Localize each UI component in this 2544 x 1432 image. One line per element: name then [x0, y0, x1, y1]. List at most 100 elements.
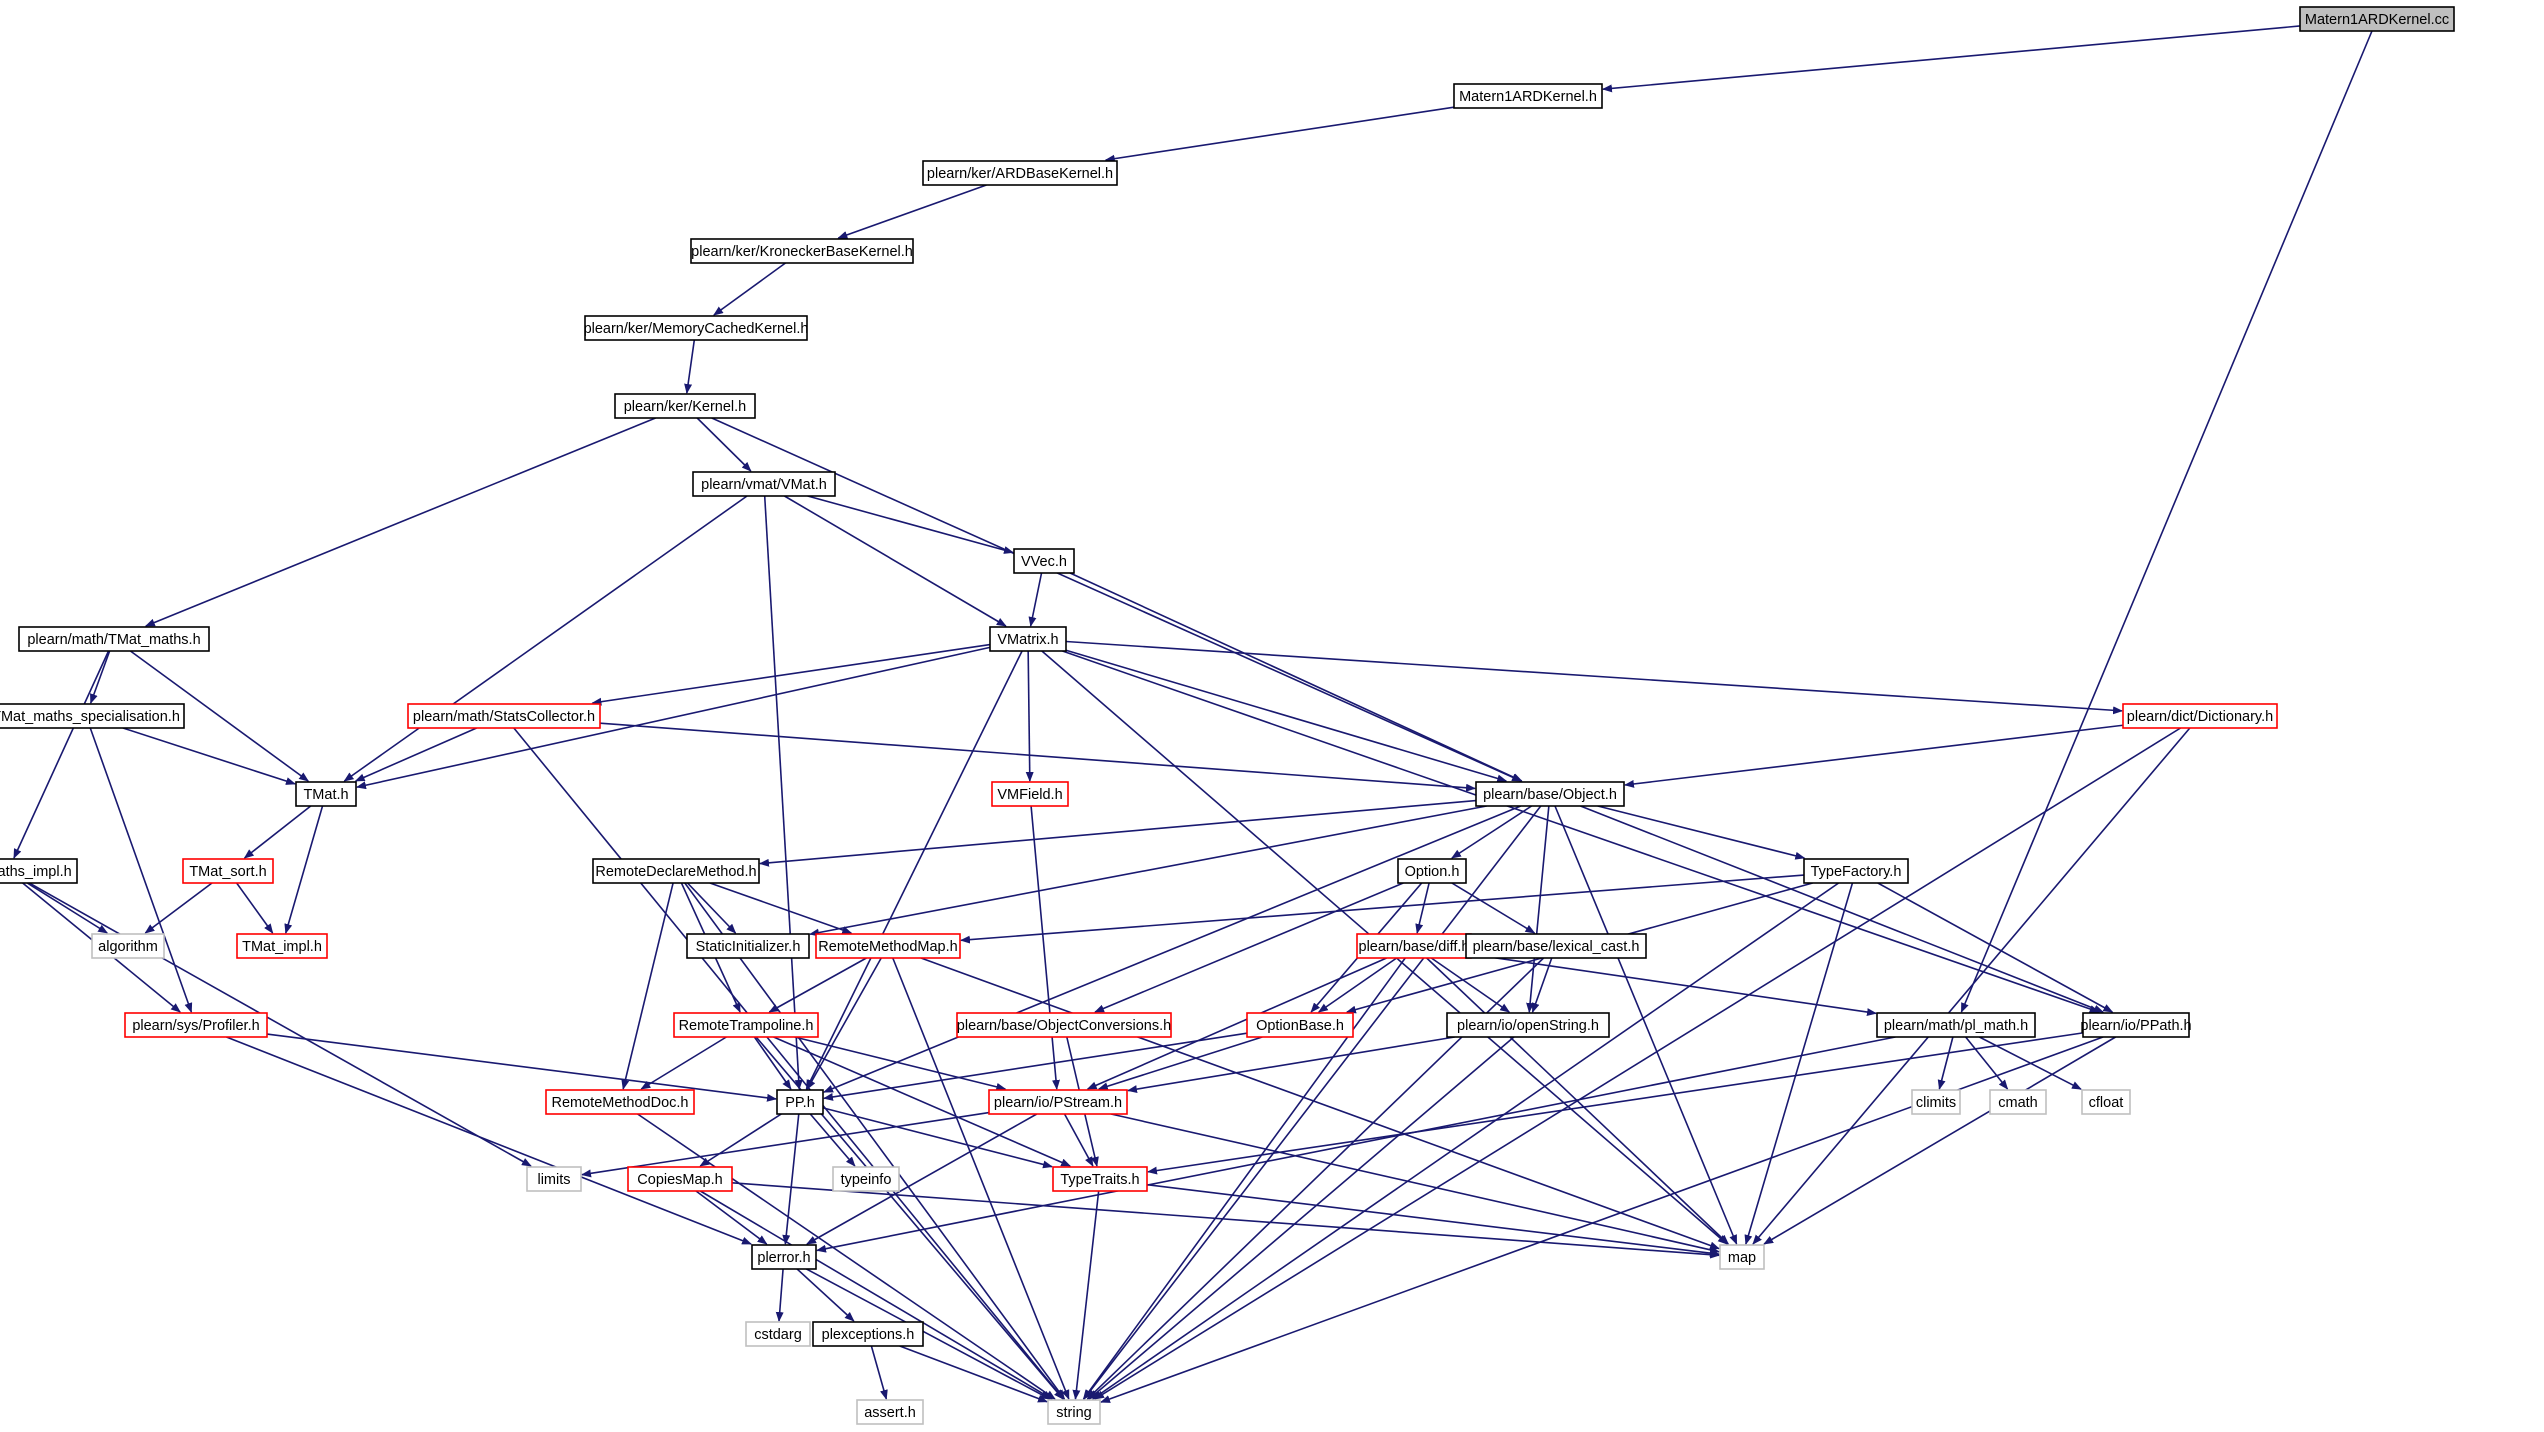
- edge-tmat_sort-to-tmat_impl2: [235, 882, 274, 934]
- edge-object-to-option: [1451, 805, 1533, 859]
- node-map: map: [1719, 1244, 1765, 1270]
- node-remotedeclare[interactable]: RemoteDeclareMethod.h: [592, 858, 760, 884]
- node-box: [0, 703, 185, 729]
- node-openstring[interactable]: plearn/io/openString.h: [1446, 1012, 1610, 1038]
- edge-remotemethodmap-to-string: [892, 957, 1070, 1400]
- edge-pstream-to-map: [1110, 1113, 1720, 1254]
- node-typefactory[interactable]: TypeFactory.h: [1803, 858, 1909, 884]
- edge-openstring-to-string: [1088, 1036, 1515, 1400]
- edge-diff-to-optionbase: [1317, 957, 1398, 1013]
- node-label: OptionBase.h: [1256, 1018, 1344, 1034]
- edge-option-to-lexical: [1451, 882, 1536, 934]
- node-vvec[interactable]: VVec.h: [1013, 548, 1075, 574]
- node-label: RemoteTrampoline.h: [679, 1018, 814, 1034]
- node-climits: climits: [1911, 1089, 1961, 1115]
- node-optionbase[interactable]: OptionBase.h: [1246, 1012, 1354, 1038]
- edge-plmath-to-climits: [1937, 1036, 1954, 1090]
- node-remotemethodmap[interactable]: RemoteMethodMap.h: [815, 933, 961, 959]
- edge-object-to-map: [1554, 805, 1738, 1245]
- node-staticinit[interactable]: StaticInitializer.h: [686, 933, 810, 959]
- node-tmat_impl[interactable]: TMat_maths_impl.h: [0, 858, 78, 884]
- node-objconv[interactable]: plearn/base/ObjectConversions.h: [956, 1012, 1172, 1038]
- node-label: Option.h: [1405, 864, 1460, 880]
- node-box: [1446, 1012, 1610, 1038]
- node-memcached[interactable]: plearn/ker/MemoryCachedKernel.h: [584, 315, 809, 341]
- node-diff[interactable]: plearn/base/diff.h: [1356, 933, 1472, 959]
- node-label: TMat_maths_impl.h: [0, 864, 72, 880]
- node-box: [592, 858, 760, 884]
- node-box: [745, 1321, 811, 1347]
- node-vmat[interactable]: plearn/vmat/VMat.h: [692, 471, 836, 497]
- edge-vmat-to-tmat: [343, 495, 748, 782]
- node-box: [1453, 83, 1603, 109]
- node-label: algorithm: [98, 939, 158, 955]
- node-pstream[interactable]: plearn/io/PStream.h: [988, 1089, 1128, 1115]
- node-dictionary[interactable]: plearn/dict/Dictionary.h: [2122, 703, 2278, 729]
- node-plerror[interactable]: plerror.h: [751, 1244, 817, 1270]
- node-cmath: cmath: [1989, 1089, 2047, 1115]
- node-typetraits[interactable]: TypeTraits.h: [1052, 1166, 1148, 1192]
- node-label: plearn/base/lexical_cast.h: [1473, 939, 1640, 955]
- node-label: TMat_maths_specialisation.h: [0, 709, 180, 725]
- node-object[interactable]: plearn/base/Object.h: [1475, 781, 1625, 807]
- edge-vvec-to-object: [1069, 572, 1523, 782]
- node-copiesmap[interactable]: CopiesMap.h: [627, 1166, 733, 1192]
- node-trampoline[interactable]: RemoteTrampoline.h: [673, 1012, 819, 1038]
- edge-object-to-string: [1083, 805, 1542, 1400]
- node-tmat_impl2[interactable]: TMat_impl.h: [236, 933, 328, 959]
- node-lexical[interactable]: plearn/base/lexical_cast.h: [1465, 933, 1647, 959]
- node-tmat_spec[interactable]: TMat_maths_specialisation.h: [0, 703, 185, 729]
- edge-pp-to-copiesmap: [699, 1113, 782, 1167]
- edge-copiesmap-to-map: [731, 1182, 1720, 1259]
- node-box: [182, 858, 274, 884]
- node-remotedoc[interactable]: RemoteMethodDoc.h: [545, 1089, 695, 1115]
- node-box: [295, 781, 357, 807]
- edge-remotemethodmap-to-trampoline: [768, 957, 867, 1013]
- node-matern_h[interactable]: Matern1ARDKernel.h: [1453, 83, 1603, 109]
- edge-vmatrix-to-dictionary: [1065, 640, 2123, 715]
- node-plexceptions[interactable]: plexceptions.h: [812, 1321, 924, 1347]
- edge-ardbase-to-kronecker: [837, 184, 987, 239]
- node-ppath[interactable]: plearn/io/PPath.h: [2080, 1012, 2192, 1038]
- edge-dictionary-to-map: [1752, 727, 2191, 1245]
- node-label: plearn/ker/MemoryCachedKernel.h: [584, 321, 809, 337]
- edge-tmat_spec-to-tmat: [122, 727, 296, 785]
- node-ardbase[interactable]: plearn/ker/ARDBaseKernel.h: [922, 160, 1118, 186]
- node-vmatrix[interactable]: VMatrix.h: [989, 626, 1067, 652]
- edge-typetraits-to-map: [1146, 1183, 1720, 1258]
- node-kernel[interactable]: plearn/ker/Kernel.h: [614, 393, 756, 419]
- edge-tmat_maths-to-tmat_spec: [89, 650, 111, 704]
- node-label: TypeFactory.h: [1811, 864, 1902, 880]
- edge-tmat_impl-to-limits: [28, 882, 532, 1167]
- node-box: [1397, 858, 1467, 884]
- edge-typetraits-to-string: [1072, 1190, 1100, 1400]
- node-statscollector[interactable]: plearn/math/StatsCollector.h: [407, 703, 601, 729]
- edge-tmat_sort-to-algorithm: [144, 882, 213, 934]
- node-box: [614, 393, 756, 419]
- node-tmat[interactable]: TMat.h: [295, 781, 357, 807]
- edge-typefactory-to-map: [1744, 882, 1854, 1245]
- node-label: TypeTraits.h: [1060, 1172, 1139, 1188]
- node-box: [690, 238, 914, 264]
- node-tmat_maths[interactable]: plearn/math/TMat_maths.h: [18, 626, 210, 652]
- node-pp[interactable]: PP.h: [776, 1089, 824, 1115]
- edge-object-to-typefactory: [1597, 805, 1806, 860]
- node-label: typeinfo: [841, 1172, 892, 1188]
- edge-object-to-pp: [823, 805, 1522, 1093]
- node-label: plearn/ker/Kernel.h: [624, 399, 747, 415]
- node-box: [407, 703, 601, 729]
- edge-vmatrix-to-pp: [805, 650, 1023, 1090]
- node-label: plearn/vmat/VMat.h: [701, 477, 827, 493]
- node-tmat_sort[interactable]: TMat_sort.h: [182, 858, 274, 884]
- node-profiler[interactable]: plearn/sys/Profiler.h: [124, 1012, 268, 1038]
- node-matern_cc[interactable]: Matern1ARDKernel.cc: [2299, 6, 2455, 32]
- node-label: limits: [537, 1172, 570, 1188]
- node-box: [1047, 1399, 1101, 1425]
- node-plmath[interactable]: plearn/math/pl_math.h: [1876, 1012, 2036, 1038]
- edge-lexical-to-openstring: [1531, 957, 1553, 1013]
- node-kronecker[interactable]: plearn/ker/KroneckerBaseKernel.h: [690, 238, 914, 264]
- node-label: assert.h: [864, 1405, 916, 1421]
- node-vmfield[interactable]: VMField.h: [991, 781, 1069, 807]
- node-option[interactable]: Option.h: [1397, 858, 1467, 884]
